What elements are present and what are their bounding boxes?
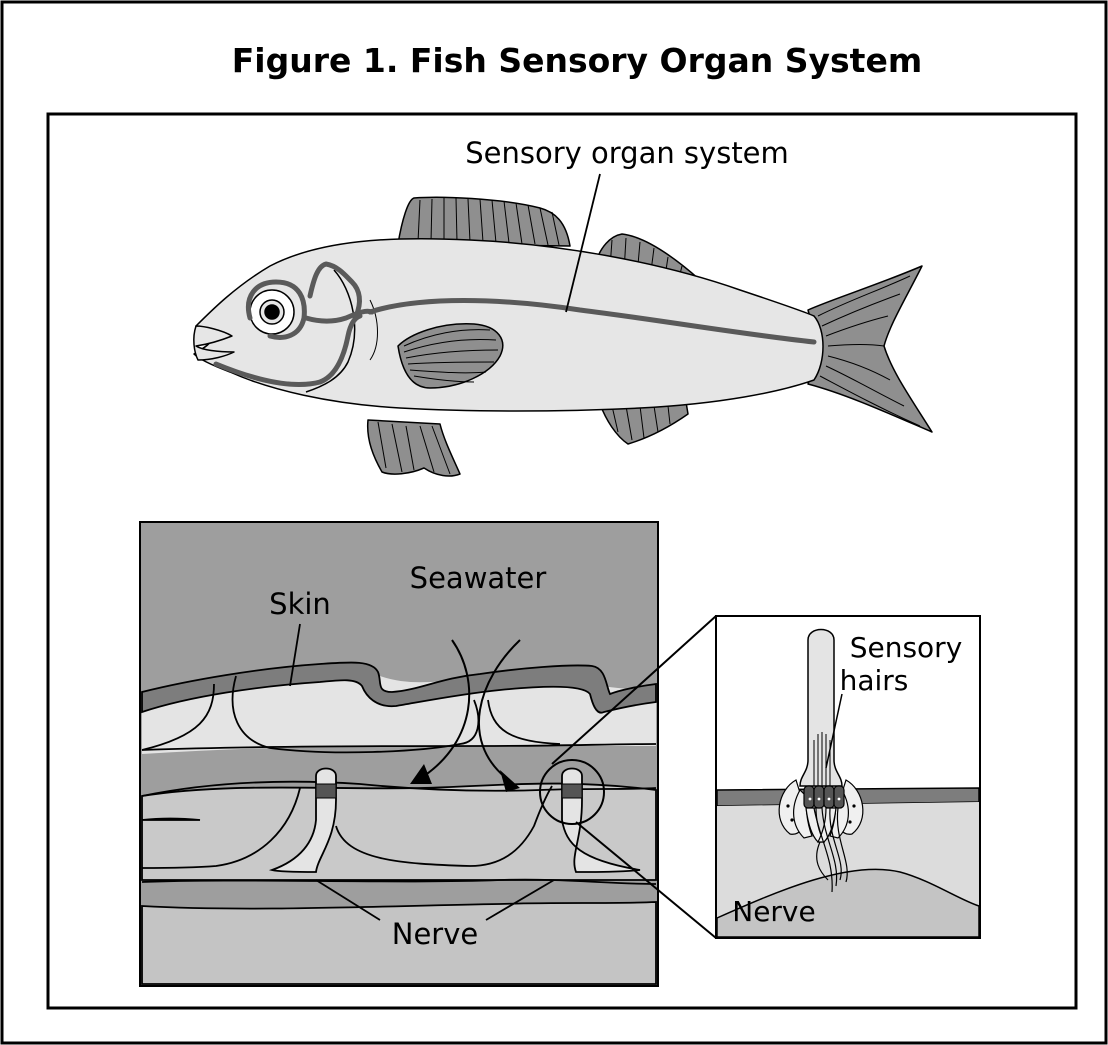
fish-eye-pupil: [265, 305, 279, 319]
sensory-organ-right-cells: [562, 784, 582, 798]
label-nerve-main: Nerve: [392, 917, 478, 951]
zoom-hair-cell-2: [814, 786, 824, 808]
zoom-hair-cell-4: [834, 786, 844, 808]
zoom-hair-cell-1: [804, 786, 814, 808]
zoom-hair-cell-3: [824, 786, 834, 808]
label-nerve-zoom: Nerve: [732, 895, 815, 928]
label-skin: Skin: [269, 587, 331, 621]
label-sensory-hairs-line2: hairs: [840, 664, 909, 697]
figure-title: Figure 1. Fish Sensory Organ System: [232, 41, 922, 80]
nerve-tissue-band: [142, 819, 200, 821]
zoom-inset-panel: Sensory hairs Nerve: [716, 616, 980, 938]
label-sensory-organ-system: Sensory organ system: [465, 136, 789, 170]
cross-section-panel: Skin Seawater Nerve: [140, 522, 658, 986]
label-sensory-hairs-line1: Sensory: [850, 631, 963, 664]
sensory-organ-left-cells: [316, 784, 336, 798]
label-seawater: Seawater: [410, 561, 547, 595]
